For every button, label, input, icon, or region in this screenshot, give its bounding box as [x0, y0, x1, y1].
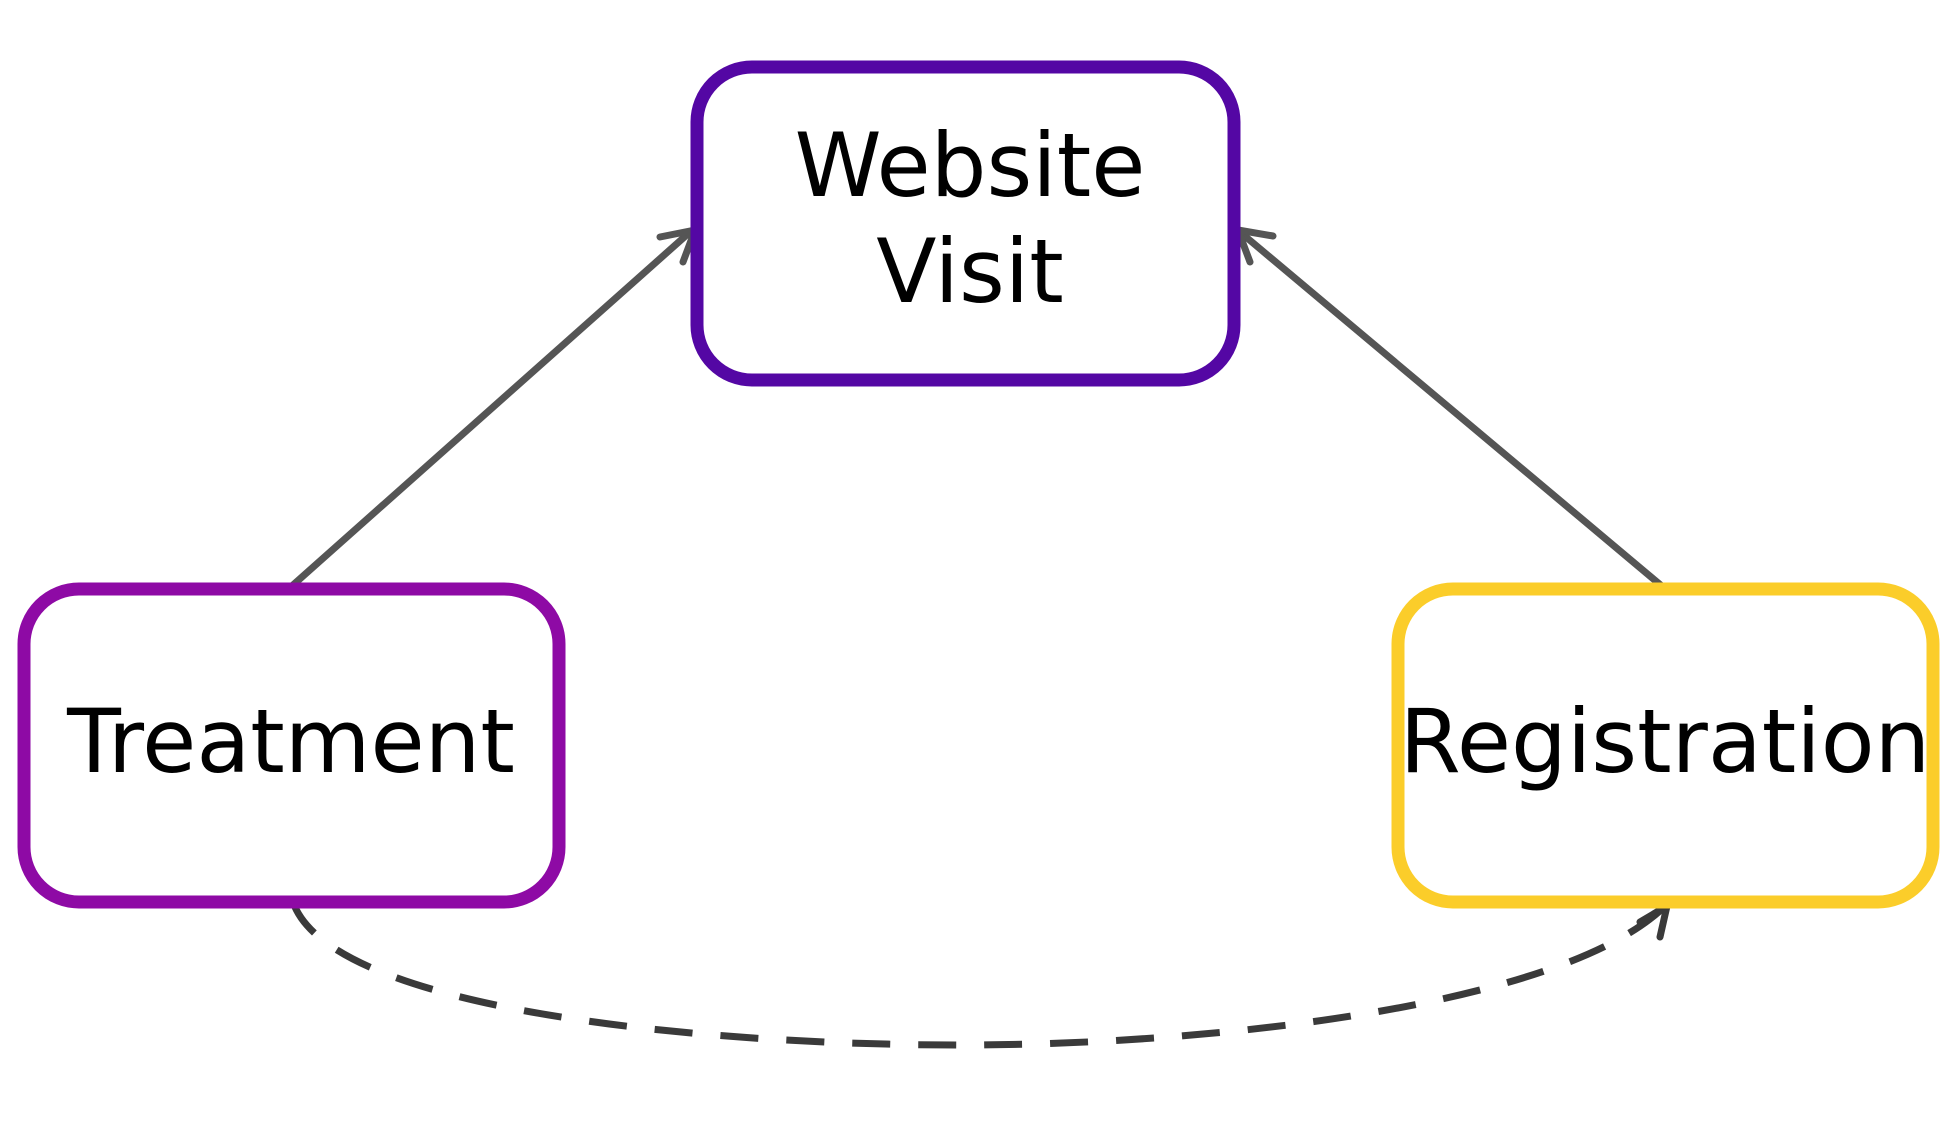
node-registration-label: Registration — [1400, 690, 1931, 793]
node-treatment: Treatment — [17, 582, 566, 909]
node-treatment-box — [17, 582, 566, 909]
node-website-visit: Website Visit — [690, 60, 1241, 387]
node-website-visit-box — [690, 60, 1241, 387]
edge-treatment-to-website-visit — [289, 226, 699, 589]
edge-treatment-registration-dashed — [289, 900, 1671, 1049]
node-registration: Registration — [1391, 582, 1940, 909]
node-registration-box — [1391, 582, 1940, 909]
node-website-visit-label-line2: Visit — [876, 220, 1064, 323]
node-website-visit-label-line1: Website — [795, 114, 1146, 217]
node-treatment-label: Treatment — [66, 690, 515, 793]
arrowhead-icon — [1636, 902, 1671, 941]
edge-registration-to-website-visit — [1234, 226, 1667, 591]
